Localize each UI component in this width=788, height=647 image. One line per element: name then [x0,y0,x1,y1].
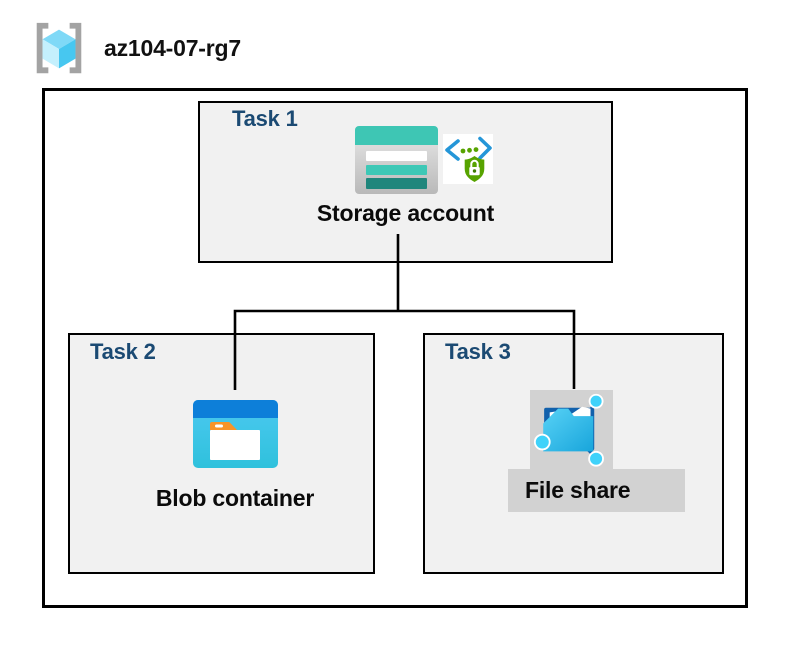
folder-tab-dash [215,424,223,428]
cube-left-face [42,39,59,69]
blob-title-bar [193,400,278,418]
share-node-bottom [588,450,604,467]
task2-label: Task 2 [90,339,156,364]
blob-container-label: Blob container [155,485,315,511]
sas-dot [473,147,479,152]
file-share-label-highlight: File share [508,469,685,512]
storage-account-label: Storage account [316,200,495,226]
chevron-right-icon [478,136,492,160]
share-node-left [533,433,551,451]
storage-account-icon [355,126,438,194]
lock-keyhole [472,169,477,173]
share-node-top [588,393,604,409]
bracket-left [36,22,49,74]
resource-group-icon [36,22,82,74]
sas-dot [460,148,466,154]
folder-front [543,408,594,452]
task3-label: Task 3 [445,339,511,364]
storage-stripe-teal [366,165,427,175]
storage-stripe-white [366,151,427,161]
storage-top-band [355,126,438,145]
sas-dot [467,147,472,153]
storage-stripe-dark-teal [366,178,427,189]
lock-shackle [470,159,479,167]
sas-shield-lock-icon [443,134,493,184]
blob-container-icon [193,400,278,468]
folder-tab [210,422,237,430]
file-share-icon [533,393,604,467]
file-share-selection-highlight [530,390,613,470]
folder-body [210,430,260,460]
task1-label: Task 1 [232,106,298,131]
file-share-label: File share [525,477,631,503]
resource-group-header: az104-07-rg7 [28,17,241,79]
cube-right-face [59,39,76,69]
bracket-right [69,22,82,74]
resource-group-title: az104-07-rg7 [104,34,241,61]
chevron-left-icon [445,139,460,161]
